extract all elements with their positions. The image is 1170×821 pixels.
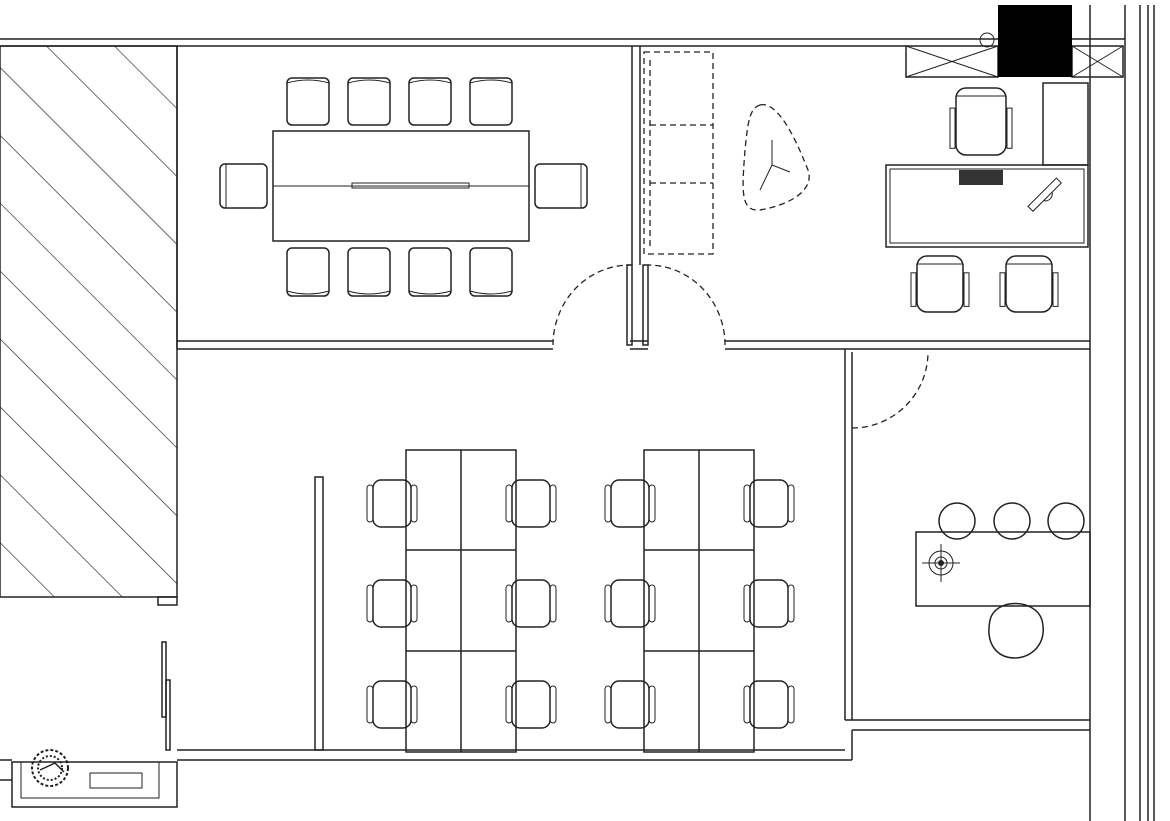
task-chair [366,479,418,528]
task-chair [604,680,656,729]
chair [286,247,330,297]
task-chair [366,579,418,628]
coffee-table [742,104,810,211]
doors [552,264,929,429]
task-chair [604,479,656,528]
chair [408,77,452,126]
column [998,5,1072,77]
task-chair [366,680,418,729]
workstations [366,449,795,753]
manager-office [885,5,1124,313]
entry [0,749,178,808]
lounge [643,51,810,255]
chair [219,163,268,209]
task-chair [743,479,795,528]
chair [469,247,513,297]
walls [0,5,1155,821]
door-swing [851,351,929,429]
plant-icon [31,749,69,787]
chair [347,77,391,126]
chair [408,247,452,297]
lamp-icon [1027,177,1062,212]
stool [1047,502,1085,540]
pantry [915,502,1091,659]
armchair [949,87,1013,156]
armchair [999,255,1059,313]
door-swing [552,264,631,346]
sofa [643,51,714,255]
task-chair [505,579,557,628]
plant-icon [922,544,960,582]
task-chair [604,579,656,628]
keyboard-icon [959,170,1003,185]
task-chair [505,680,557,729]
cabinet [1042,82,1089,166]
chair [534,163,588,209]
task-chair [743,579,795,628]
chair [469,77,513,126]
task-chair [505,479,557,528]
chair [347,247,391,297]
stool [993,502,1031,540]
stool [938,502,976,540]
desk [885,164,1089,248]
task-chair [743,680,795,729]
armchair [910,255,970,313]
door-swing [647,264,726,346]
meeting-room [219,77,588,297]
chair [988,602,1044,659]
hatched-area [0,45,178,598]
partition [314,476,324,751]
chair [286,77,330,126]
